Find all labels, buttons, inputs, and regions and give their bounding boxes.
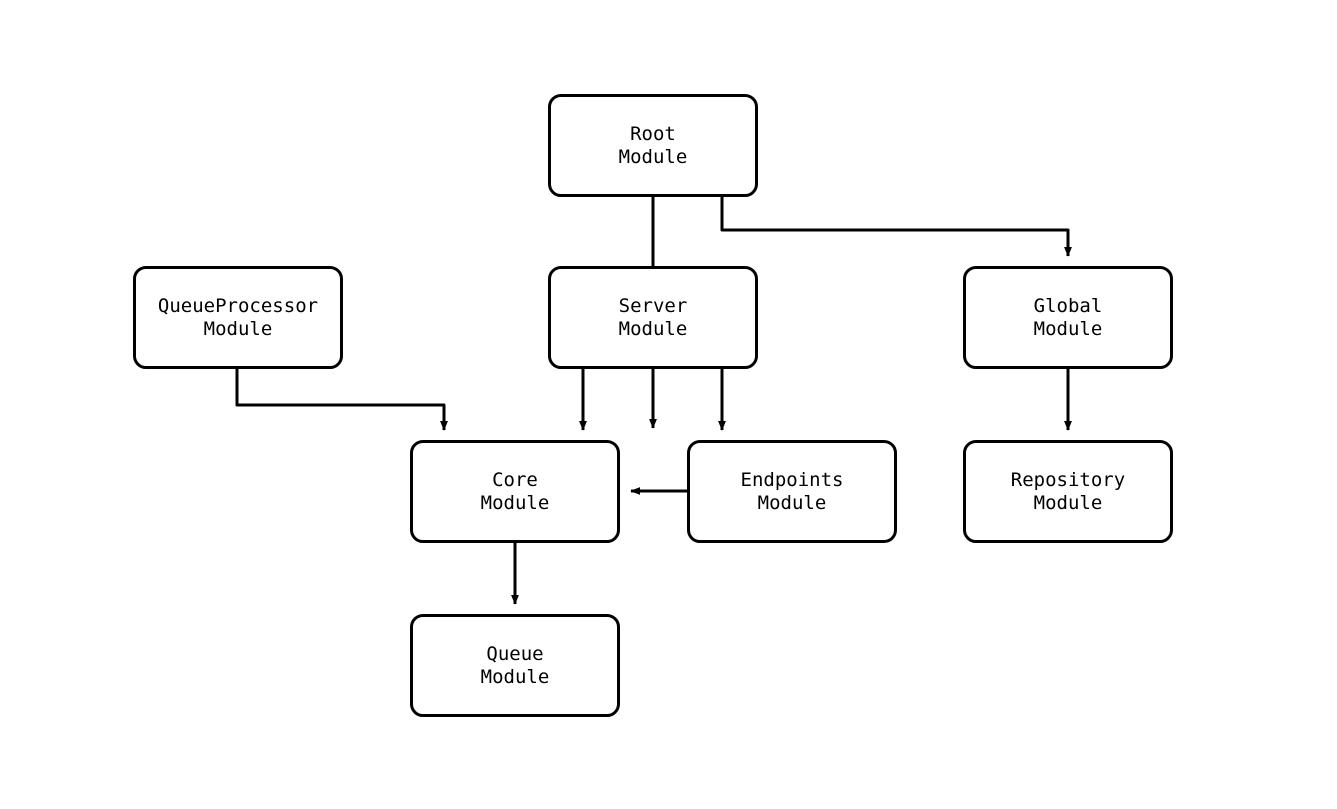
endpoints-module-label-line1: Endpoints — [740, 468, 844, 491]
queue-module-label-line1: Queue — [486, 642, 544, 665]
global-module[interactable]: Global Module — [963, 266, 1173, 369]
root-module-label-line1: Root — [630, 122, 676, 145]
repository-module-label-line2: Module — [1033, 491, 1103, 514]
core-module[interactable]: Core Module — [410, 440, 620, 543]
core-module-label-line1: Core — [492, 468, 538, 491]
root-module[interactable]: Root Module — [548, 94, 758, 197]
endpoints-module[interactable]: Endpoints Module — [687, 440, 897, 543]
server-module-label-line2: Module — [618, 317, 688, 340]
global-module-label-line1: Global — [1033, 294, 1103, 317]
core-module-label-line2: Module — [480, 491, 550, 514]
repository-module-label-line1: Repository — [1010, 468, 1126, 491]
queueprocessor-module-label-line1: QueueProcessor — [157, 294, 319, 317]
edge-queueprocessor-to-core — [235, 369, 448, 431]
endpoints-module-label-line2: Module — [757, 491, 827, 514]
queue-module[interactable]: Queue Module — [410, 614, 620, 717]
global-module-label-line2: Module — [1033, 317, 1103, 340]
server-module[interactable]: Server Module — [548, 266, 758, 369]
queueprocessor-module-label-line2: Module — [203, 317, 273, 340]
repository-module[interactable]: Repository Module — [963, 440, 1173, 543]
edge-root-to-global — [720, 197, 1072, 257]
queue-module-label-line2: Module — [480, 665, 550, 688]
root-module-label-line2: Module — [618, 145, 688, 168]
queueprocessor-module[interactable]: QueueProcessor Module — [133, 266, 343, 369]
server-module-label-line1: Server — [618, 294, 688, 317]
